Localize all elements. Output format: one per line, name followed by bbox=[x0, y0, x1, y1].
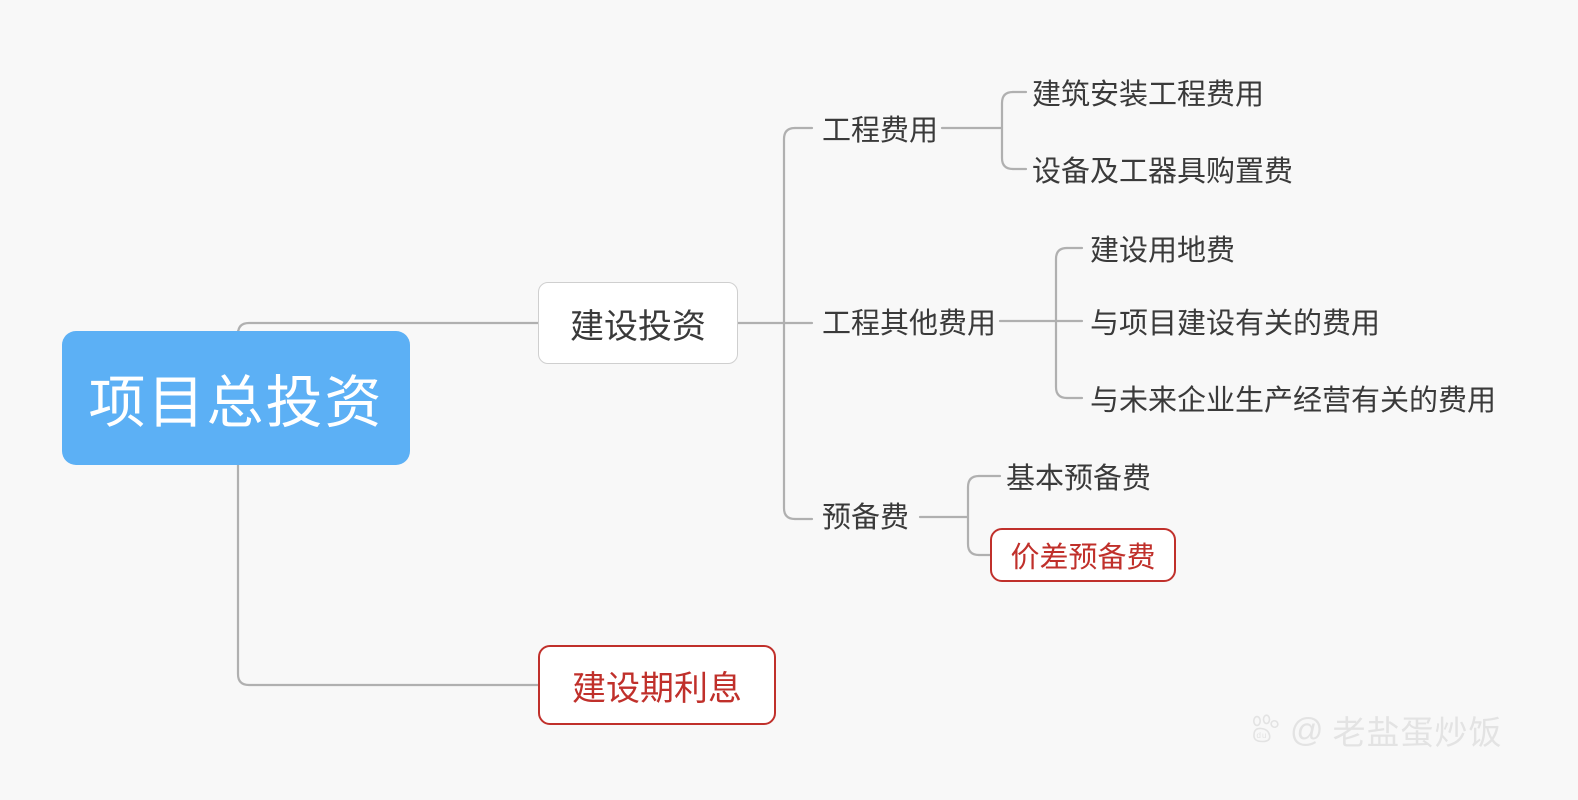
node-basic-reserve-cost[interactable]: 基本预备费 bbox=[1006, 463, 1152, 495]
node-root-total-investment[interactable]: 项目总投资 bbox=[62, 331, 410, 465]
node-construction-investment[interactable]: 建设投资 bbox=[538, 282, 738, 364]
node-engineering-cost[interactable]: 工程费用 bbox=[822, 115, 939, 147]
node-future-operation-related-cost[interactable]: 与未来企业生产经营有关的费用 bbox=[1090, 385, 1497, 417]
svg-text:du: du bbox=[1257, 731, 1268, 740]
spine-reserve-cost bbox=[966, 474, 981, 557]
node-reserve-cost[interactable]: 预备费 bbox=[822, 502, 910, 534]
node-price-difference-reserve-cost[interactable]: 价差预备费 bbox=[990, 528, 1176, 582]
edge-root-to-construction-interest bbox=[236, 463, 540, 687]
watermark-username: 老盐蛋炒饭 bbox=[1332, 714, 1503, 751]
node-construction-land-cost[interactable]: 建设用地费 bbox=[1090, 235, 1236, 267]
node-construction-period-interest[interactable]: 建设期利息 bbox=[538, 645, 776, 725]
node-engineering-other-cost[interactable]: 工程其他费用 bbox=[822, 308, 997, 340]
watermark-at-symbol: @ bbox=[1290, 711, 1325, 748]
spine-engineering-cost bbox=[1000, 90, 1015, 171]
spine-construction-investment bbox=[782, 126, 797, 521]
watermark: du @ 老盐蛋炒饭 bbox=[1248, 706, 1503, 754]
spine-engineering-other bbox=[1054, 246, 1069, 400]
node-equipment-tool-purchase-cost[interactable]: 设备及工器具购置费 bbox=[1032, 156, 1294, 188]
node-building-installation-cost[interactable]: 建筑安装工程费用 bbox=[1032, 79, 1265, 111]
baidu-paw-icon: du bbox=[1248, 713, 1282, 747]
node-project-construction-related-cost[interactable]: 与项目建设有关的费用 bbox=[1090, 308, 1381, 340]
